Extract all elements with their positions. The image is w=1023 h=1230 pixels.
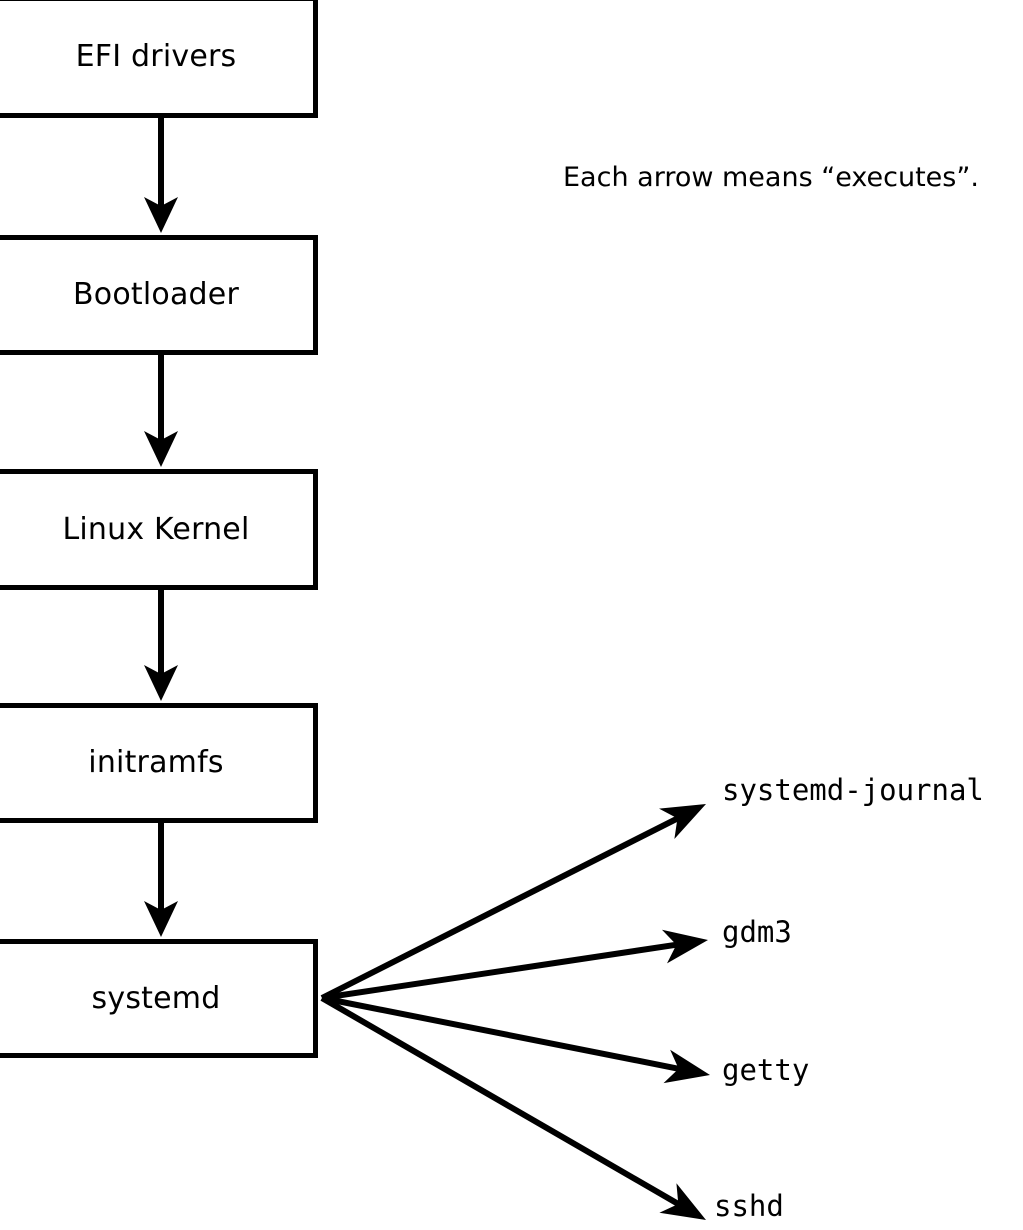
stage-label-initramfs: initramfs: [88, 745, 224, 780]
stage-label-systemd: systemd: [91, 980, 221, 1016]
stage-box-bootloader: Bootloader: [0, 235, 318, 355]
stage-box-linux-kernel: Linux Kernel: [0, 469, 318, 590]
arrow-head-systemd-to-systemd-journal: [659, 804, 706, 840]
arrow-head-systemd-to-sshd: [659, 1183, 706, 1220]
stage-label-linux-kernel: Linux Kernel: [62, 511, 250, 547]
arrow-shaft-systemd-to-systemd-journal: [320, 814, 681, 1001]
stage-box-systemd: systemd: [0, 939, 318, 1058]
service-label-systemd-journal: systemd-journal: [722, 773, 984, 807]
arrow-head-initramfs-to-systemd: [144, 901, 178, 937]
stage-label-efi-drivers: EFI drivers: [75, 39, 237, 74]
arrow-head-bootloader-to-kernel: [144, 431, 178, 467]
arrow-head-kernel-to-initramfs: [144, 665, 178, 701]
legend-note: Each arrow means “executes”.: [563, 162, 979, 193]
service-label-gdm3: gdm3: [722, 915, 792, 949]
arrow-head-efi-to-bootloader: [144, 197, 178, 233]
arrow-head-systemd-to-getty: [663, 1049, 710, 1084]
fan-arrow-group: [320, 804, 710, 1220]
arrow-shaft-systemd-to-sshd: [320, 995, 682, 1208]
service-label-sshd: sshd: [714, 1189, 784, 1223]
stage-box-efi-drivers: EFI drivers: [0, 0, 318, 118]
arrow-head-systemd-to-gdm3: [661, 929, 708, 964]
arrow-shaft-systemd-to-getty: [321, 995, 682, 1073]
stage-label-bootloader: Bootloader: [73, 277, 239, 312]
stage-box-initramfs: initramfs: [0, 703, 318, 823]
arrow-shaft-systemd-to-gdm3: [321, 941, 679, 1001]
service-label-getty: getty: [722, 1053, 810, 1087]
